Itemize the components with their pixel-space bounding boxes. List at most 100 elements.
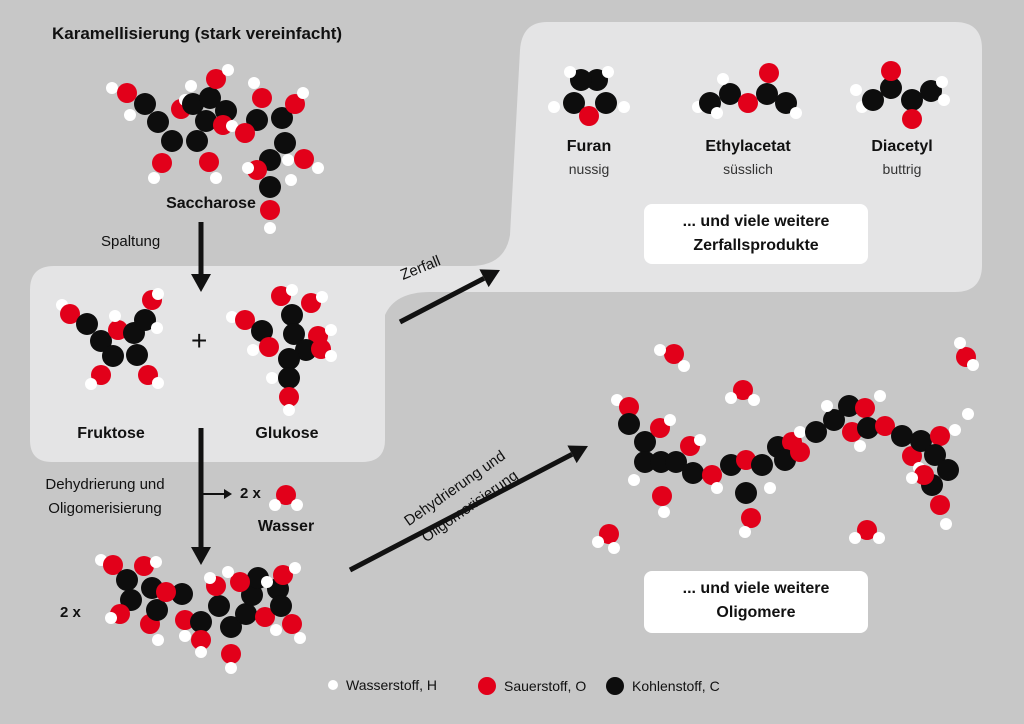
- molecule-water-product-atom: [291, 499, 303, 511]
- molecule-saccharose-atom: [297, 87, 309, 99]
- molecule-oligomer-atom: [634, 431, 656, 453]
- molecule-oligomer-atom: [652, 486, 672, 506]
- molecule-fruktose-atom: [152, 288, 164, 300]
- molecule-oligomer-atom: [906, 472, 918, 484]
- molecule-oligomer-atom: [930, 426, 950, 446]
- molecule-water-product-atom: [276, 485, 296, 505]
- molecule-glukose-atom: [271, 286, 291, 306]
- molecule-ethylacetat-atom: [711, 107, 723, 119]
- molecule-dimer-atom: [222, 566, 234, 578]
- molecule-oligomer-atom: [794, 426, 806, 438]
- molecule-furan-atom: [563, 92, 585, 114]
- molecule-furan-atom: [548, 101, 560, 113]
- molecule-oligomer-atom: [694, 434, 706, 446]
- legend-oxygen: Sauerstoff, O: [478, 677, 586, 695]
- molecule-saccharose-atom: [148, 172, 160, 184]
- molecule-water-1: [654, 344, 690, 372]
- molecule-saccharose-atom: [199, 87, 221, 109]
- molecule-saccharose-atom: [106, 82, 118, 94]
- molecule-saccharose: [106, 64, 324, 234]
- molecule-dimer-atom: [220, 616, 242, 638]
- molecule-glukose-atom: [259, 337, 279, 357]
- molecule-oligomer-atom: [924, 444, 946, 466]
- molecule-ethylacetat-atom: [738, 93, 758, 113]
- molecule-oligomer-atom: [854, 440, 866, 452]
- product-name-diacetyl: Diacetyl: [871, 138, 933, 155]
- arrow-dehydrierung: [191, 428, 211, 565]
- molecule-oligomer-atom: [764, 482, 776, 494]
- legend-hydrogen: Wasserstoff, H: [328, 677, 437, 693]
- molecule-saccharose-atom: [161, 130, 183, 152]
- molecule-glukose-atom: [278, 348, 300, 370]
- molecule-glukose-atom: [235, 310, 255, 330]
- molecule-saccharose-atom: [271, 107, 293, 129]
- molecule-saccharose-atom: [185, 80, 197, 92]
- molecule-water-4-atom: [599, 524, 619, 544]
- box-zerfallsprodukte-line1: ... und viele weitere: [682, 213, 830, 230]
- molecule-saccharose-atom: [235, 123, 255, 143]
- molecule-oligomer-atom: [739, 526, 751, 538]
- molecule-dimer-atom: [146, 599, 168, 621]
- label-wasser: Wasser: [257, 518, 315, 535]
- molecule-dimer-atom: [156, 582, 176, 602]
- molecule-oligomer-atom: [634, 451, 656, 473]
- molecule-dimer-atom: [225, 662, 237, 674]
- molecule-glukose-atom: [247, 344, 259, 356]
- molecule-saccharose-atom: [312, 162, 324, 174]
- molecule-saccharose-atom: [294, 149, 314, 169]
- molecule-glukose-atom: [301, 293, 321, 313]
- molecule-furan-atom: [586, 69, 608, 91]
- molecule-oligomer: [611, 390, 974, 538]
- molecule-dimer-atom: [116, 569, 138, 591]
- molecule-oligomer-atom: [891, 425, 913, 447]
- molecule-ethylacetat-atom: [775, 92, 797, 114]
- legend-hydrogen-label: Wasserstoff, H: [346, 677, 438, 693]
- molecule-ethylacetat-atom: [759, 63, 779, 83]
- molecule-glukose-atom: [286, 284, 298, 296]
- molecule-dimer-atom: [273, 565, 293, 585]
- molecule-oligomer-atom: [874, 390, 886, 402]
- molecule-oligomer-atom: [741, 508, 761, 528]
- molecule-water-3-atom: [967, 359, 979, 371]
- molecule-diacetyl-atom: [938, 94, 950, 106]
- box-oligomere-line1: ... und viele weitere: [682, 580, 830, 597]
- molecule-dimer-atom: [261, 576, 273, 588]
- box-zerfallsprodukte: ... und viele weitere Zerfallsprodukte: [644, 204, 868, 264]
- molecule-furan-atom: [570, 69, 592, 91]
- molecule-glukose-atom: [316, 291, 328, 303]
- oligomer-count: 2 x: [60, 604, 81, 621]
- molecule-diacetyl-atom: [850, 84, 862, 96]
- molecule-dimer-atom: [190, 611, 212, 633]
- molecule-glukose-atom: [278, 367, 300, 389]
- molecule-saccharose-atom: [210, 172, 222, 184]
- molecule-saccharose-atom: [260, 200, 280, 220]
- molecule-saccharose-atom: [195, 110, 217, 132]
- molecule-glukose-atom: [295, 339, 317, 361]
- molecule-dimer-atom: [270, 624, 282, 636]
- arrow-zerfall-head: [479, 269, 500, 288]
- molecule-water-4-atom: [592, 536, 604, 548]
- product-desc-diacetyl: buttrig: [882, 161, 922, 177]
- molecule-glukose-atom: [281, 304, 303, 326]
- legend-carbon: Kohlenstoff, C: [606, 677, 720, 695]
- molecule-water-2-atom: [733, 380, 753, 400]
- molecule-saccharose-atom: [147, 111, 169, 133]
- molecule-dimer-atom: [175, 610, 195, 630]
- molecule-water-2: [725, 380, 760, 406]
- molecule-fruktose-atom: [76, 313, 98, 335]
- arrow-oligomerisierung-shaft: [348, 452, 574, 573]
- molecule-furan-atom: [618, 101, 630, 113]
- product-desc-ethylacetat: süsslich: [723, 161, 773, 177]
- molecule-water-3: [954, 337, 979, 371]
- molecule-saccharose-atom: [264, 222, 276, 234]
- molecule-diacetyl-atom: [920, 80, 942, 102]
- molecule-water-product-atom: [269, 499, 281, 511]
- molecule-dimer-atom: [294, 632, 306, 644]
- hydrogen-dot-icon: [328, 680, 338, 690]
- molecule-saccharose-atom: [248, 77, 260, 89]
- molecule-dimer-atom: [179, 630, 191, 642]
- molecule-dimer-atom: [120, 589, 142, 611]
- molecule-oligomer-atom: [857, 417, 879, 439]
- molecule-saccharose-atom: [206, 69, 226, 89]
- molecule-water-5: [849, 520, 885, 544]
